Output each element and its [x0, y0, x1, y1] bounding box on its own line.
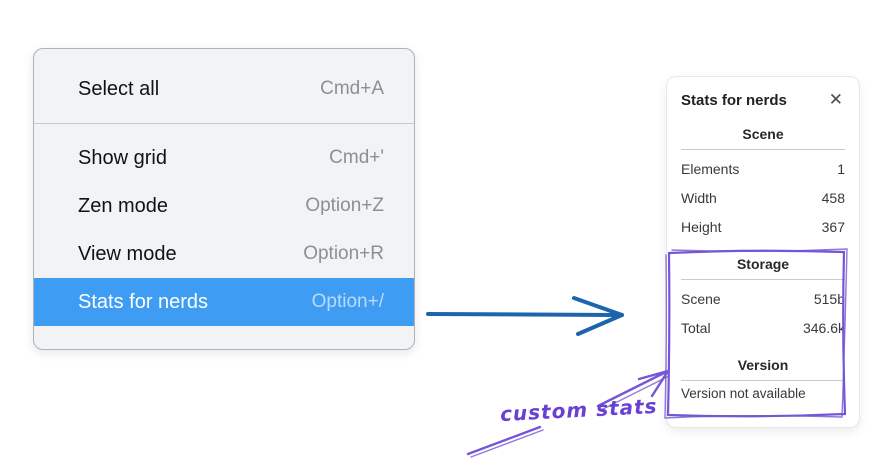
stat-row-scene-storage: Scene 515b — [681, 284, 845, 313]
menu-item-zen-mode[interactable]: Zen mode Option+Z — [34, 182, 414, 230]
stat-row-elements: Elements 1 — [681, 154, 845, 183]
menu-item-show-grid[interactable]: Show grid Cmd+' — [34, 134, 414, 182]
menu-item-view-mode[interactable]: View mode Option+R — [34, 230, 414, 278]
stat-row-height: Height 367 — [681, 212, 845, 241]
stat-value: 458 — [821, 189, 845, 206]
stat-label: Total — [681, 319, 711, 336]
menu-item-label: Select all — [78, 77, 160, 100]
stat-value: 515b — [813, 290, 845, 307]
menu-item-label: Show grid — [78, 146, 167, 169]
stats-panel-title: Stats for nerds — [681, 92, 787, 109]
close-icon: ✕ — [828, 90, 843, 110]
menu-item-shortcut: Option+R — [303, 243, 384, 264]
menu-divider — [34, 123, 414, 124]
version-note: Version not available — [681, 386, 806, 401]
menu-item-shortcut: Option+/ — [311, 291, 384, 312]
menu-item-shortcut: Option+Z — [305, 195, 384, 216]
stat-value: 1 — [837, 160, 845, 177]
menu-item-stats-for-nerds[interactable]: Stats for nerds Option+/ — [34, 278, 414, 326]
section-heading-scene: Scene — [742, 126, 784, 142]
stat-row-total-storage: Total 346.6k — [681, 313, 845, 342]
stat-label: Scene — [681, 290, 721, 307]
annotation-label: custom stats — [499, 393, 659, 427]
stat-row-width: Width 458 — [681, 183, 845, 212]
menu-item-shortcut: Cmd+' — [329, 147, 384, 168]
section-heading-version: Version — [737, 357, 789, 373]
section-divider — [681, 380, 845, 381]
menu-item-label: View mode — [78, 242, 177, 265]
menu-item-shortcut: Cmd+A — [320, 78, 384, 99]
stats-panel: Stats for nerds ✕ Scene Elements 1 Width… — [666, 76, 860, 428]
close-button[interactable]: ✕ — [827, 90, 845, 111]
stat-label: Height — [681, 218, 722, 235]
context-menu: Select all Cmd+A Show grid Cmd+' Zen mod… — [33, 48, 415, 350]
menu-item-select-all[interactable]: Select all Cmd+A — [34, 65, 414, 113]
section-divider — [681, 149, 845, 150]
stat-label: Elements — [681, 160, 740, 177]
section-divider — [681, 279, 845, 280]
menu-item-label: Zen mode — [78, 194, 169, 217]
stat-label: Width — [681, 189, 717, 206]
stats-panel-header: Stats for nerds ✕ — [681, 90, 845, 111]
section-heading-storage: Storage — [736, 256, 790, 272]
menu-item-label: Stats for nerds — [78, 290, 209, 313]
flow-arrow — [426, 296, 624, 336]
stat-value: 367 — [821, 218, 845, 235]
stat-value: 346.6k — [802, 319, 845, 336]
